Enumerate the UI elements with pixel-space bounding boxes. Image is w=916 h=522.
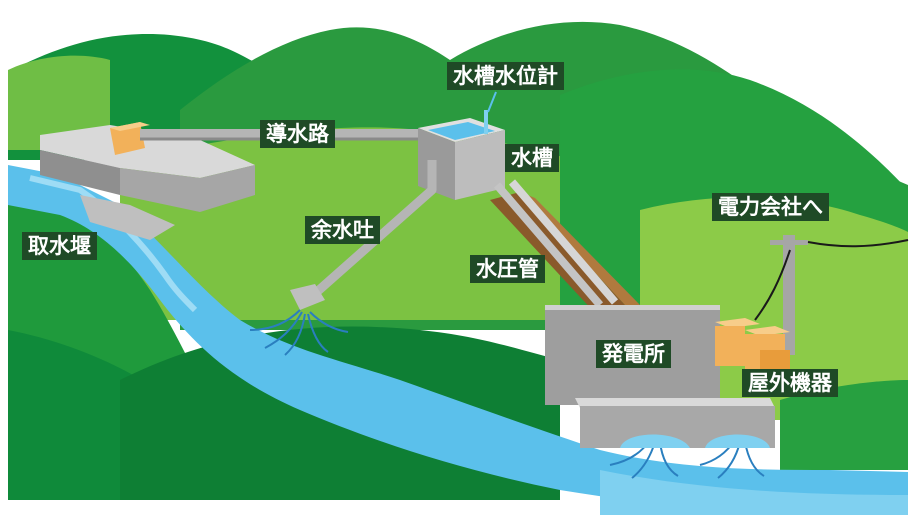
label-spillway: 余水吐 bbox=[305, 216, 380, 244]
powerhouse-base-top bbox=[575, 398, 775, 408]
weir-right bbox=[120, 165, 255, 212]
label-to-power-company: 電力会社へ bbox=[712, 193, 829, 221]
hill-left-front bbox=[8, 175, 200, 380]
power-line bbox=[807, 239, 909, 248]
penstock-pipe-1 bbox=[493, 182, 604, 308]
label-headrace: 導水路 bbox=[260, 120, 335, 148]
tank-side bbox=[455, 130, 505, 200]
label-intake-weir: 取水堰 bbox=[22, 232, 97, 260]
label-powerhouse: 発電所 bbox=[596, 340, 671, 368]
penstock-pipe-2 bbox=[508, 179, 619, 305]
weir-step bbox=[80, 195, 175, 240]
tank-gauge bbox=[484, 110, 488, 134]
hill-back-left-light bbox=[8, 55, 110, 150]
hill-left-lower bbox=[8, 330, 150, 500]
equip-box-1-top bbox=[715, 318, 760, 328]
tank-water bbox=[428, 122, 495, 140]
service-wire bbox=[754, 249, 791, 321]
equip-box-2-top bbox=[745, 326, 790, 336]
label-outdoor-equipment: 屋外機器 bbox=[742, 369, 838, 397]
label-tank-level-gauge: 水槽水位計 bbox=[447, 62, 564, 90]
label-penstock: 水圧管 bbox=[470, 255, 545, 283]
spillway-pipe bbox=[307, 160, 437, 302]
pole-crossarm bbox=[770, 240, 808, 245]
tailrace-arch-1 bbox=[620, 434, 690, 448]
hill-front-right bbox=[780, 380, 908, 470]
river-lower-band bbox=[600, 470, 908, 515]
spillway-splash bbox=[249, 309, 349, 356]
tank-gauge-pointer bbox=[487, 91, 497, 113]
tailrace-arch-2 bbox=[705, 434, 770, 448]
weir-top bbox=[40, 125, 255, 178]
weir-front bbox=[40, 150, 120, 195]
weir-block-top bbox=[110, 122, 150, 131]
spillway-outlet bbox=[290, 284, 325, 310]
utility-pole bbox=[783, 235, 795, 355]
label-head-tank: 水槽 bbox=[505, 144, 559, 172]
equip-box-1 bbox=[715, 326, 745, 366]
